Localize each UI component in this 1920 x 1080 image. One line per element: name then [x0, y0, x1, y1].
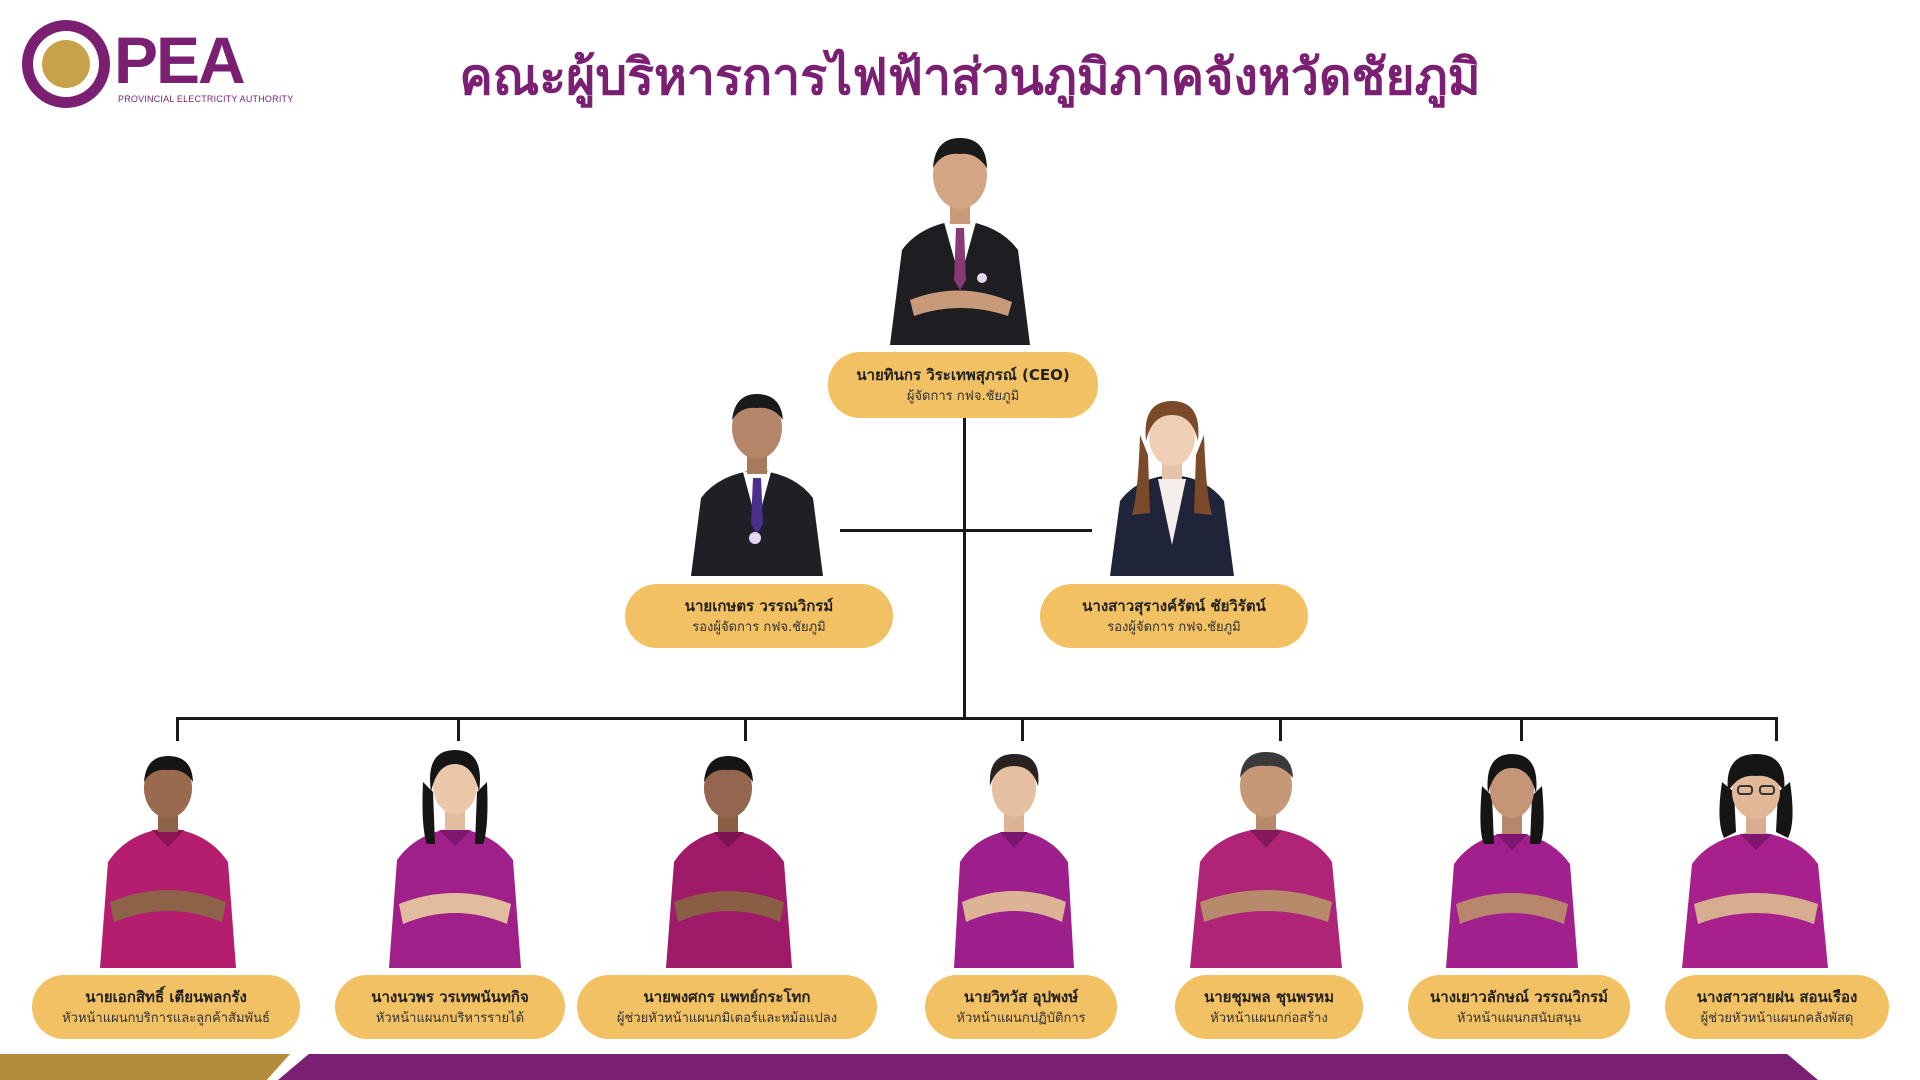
connector-drop-7: [1775, 717, 1778, 741]
head-position-6: หัวหน้าแผนกสนับสนุน: [1456, 1011, 1582, 1026]
head-position-4: หัวหน้าแผนกปฏิบัติการ: [956, 1011, 1086, 1026]
deputy-plate-1: นายเกษตร วรรณวิกรม์ รองผู้จัดการ กฟจ.ชัย…: [625, 584, 893, 648]
connector-drop-6: [1520, 717, 1523, 741]
page-title: คณะผู้บริหารการไฟฟ้าส่วนภูมิภาคจังหวัดชั…: [459, 48, 1481, 106]
logo-subtitle: PROVINCIAL ELECTRICITY AUTHORITY: [118, 94, 294, 104]
connector-drop-4: [1021, 717, 1024, 741]
deputy-name-1: นายเกษตร วรรณวิกรม์: [684, 597, 834, 615]
pea-logo: PEA PROVINCIAL ELECTRICITY AUTHORITY: [22, 20, 293, 115]
head-name-4: นายวิทวัส อุปพงษ์: [963, 988, 1079, 1006]
footer-band-purple: [278, 1054, 1818, 1080]
connector-drop-3: [744, 717, 747, 741]
deputy-position-2: รองผู้จัดการ กฟจ.ชัยภูมิ: [1107, 620, 1241, 635]
deputy-plate-2: นางสาวสุรางค์รัตน์ ชัยวิรัตน์ รองผู้จัดก…: [1040, 584, 1308, 648]
head-photo-2: [383, 748, 528, 968]
deputy-photo-2: [1102, 395, 1242, 576]
head-name-1: นายเอกสิทธิ์ เตียนพลกรัง: [85, 988, 247, 1006]
manager-photo: [880, 130, 1040, 345]
deputy-name-2: นางสาวสุรางค์รัตน์ ชัยวิรัตน์: [1082, 597, 1266, 615]
head-photo-5: [1186, 750, 1346, 968]
head-name-2: นางนวพร วรเทพนันทกิจ: [371, 988, 529, 1006]
head-position-1: หัวหน้าแผนกบริการและลูกค้าสัมพันธ์: [62, 1011, 270, 1026]
head-position-3: ผู้ช่วยหัวหน้าแผนกมิเตอร์และหม้อแปลง: [616, 1011, 838, 1026]
head-photo-3: [662, 752, 797, 968]
head-name-3: นายพงศกร แพทย์กระโทก: [643, 988, 811, 1006]
connector-drop-2: [457, 717, 460, 741]
head-name-6: นางเยาวลักษณ์ วรรณวิกรม์: [1430, 988, 1608, 1006]
head-plate-7: นางสาวสายฝน สอนเรือง ผู้ช่วยหัวหน้าแผนกค…: [1665, 975, 1889, 1039]
head-name-5: นายชุมพล ชุนพรหม: [1204, 988, 1334, 1006]
head-plate-1: นายเอกสิทธิ์ เตียนพลกรัง หัวหน้าแผนกบริก…: [32, 975, 300, 1039]
connector-drop-5: [1279, 717, 1282, 741]
connector-heads-bar: [176, 717, 1778, 720]
connector-drop-1: [176, 717, 179, 741]
deputy-photo-1: [685, 388, 830, 576]
head-position-5: หัวหน้าแผนกก่อสร้าง: [1210, 1011, 1328, 1026]
connector-deputies: [840, 529, 1092, 532]
head-photo-4: [950, 752, 1078, 968]
head-plate-5: นายชุมพล ชุนพรหม หัวหน้าแผนกก่อสร้าง: [1175, 975, 1363, 1039]
manager-name: นายทินกร วิระเทพสุภรณ์ (CEO): [856, 366, 1070, 384]
footer-band-gold: [0, 1054, 290, 1080]
manager-plate: นายทินกร วิระเทพสุภรณ์ (CEO) ผู้จัดการ ก…: [828, 352, 1098, 418]
manager-position: ผู้จัดการ กฟจ.ชัยภูมิ: [906, 389, 1020, 404]
head-photo-6: [1442, 752, 1582, 968]
head-photo-1: [96, 752, 241, 968]
connector-trunk: [963, 418, 966, 718]
head-plate-4: นายวิทวัส อุปพงษ์ หัวหน้าแผนกปฏิบัติการ: [925, 975, 1117, 1039]
head-plate-6: นางเยาวลักษณ์ วรรณวิกรม์ หัวหน้าแผนกสนับ…: [1408, 975, 1630, 1039]
deputy-position-1: รองผู้จัดการ กฟจ.ชัยภูมิ: [692, 620, 826, 635]
head-plate-3: นายพงศกร แพทย์กระโทก ผู้ช่วยหัวหน้าแผนกม…: [577, 975, 877, 1039]
pea-seal-icon: [22, 20, 110, 108]
head-position-2: หัวหน้าแผนกบริหารรายได้: [375, 1011, 525, 1026]
logo-brand: PEA: [114, 23, 246, 97]
head-name-7: นางสาวสายฝน สอนเรือง: [1696, 988, 1858, 1006]
head-plate-2: นางนวพร วรเทพนันทกิจ หัวหน้าแผนกบริหารรา…: [335, 975, 565, 1039]
head-position-7: ผู้ช่วยหัวหน้าแผนกคลังพัสดุ: [1700, 1011, 1854, 1026]
head-photo-7: [1678, 752, 1833, 968]
